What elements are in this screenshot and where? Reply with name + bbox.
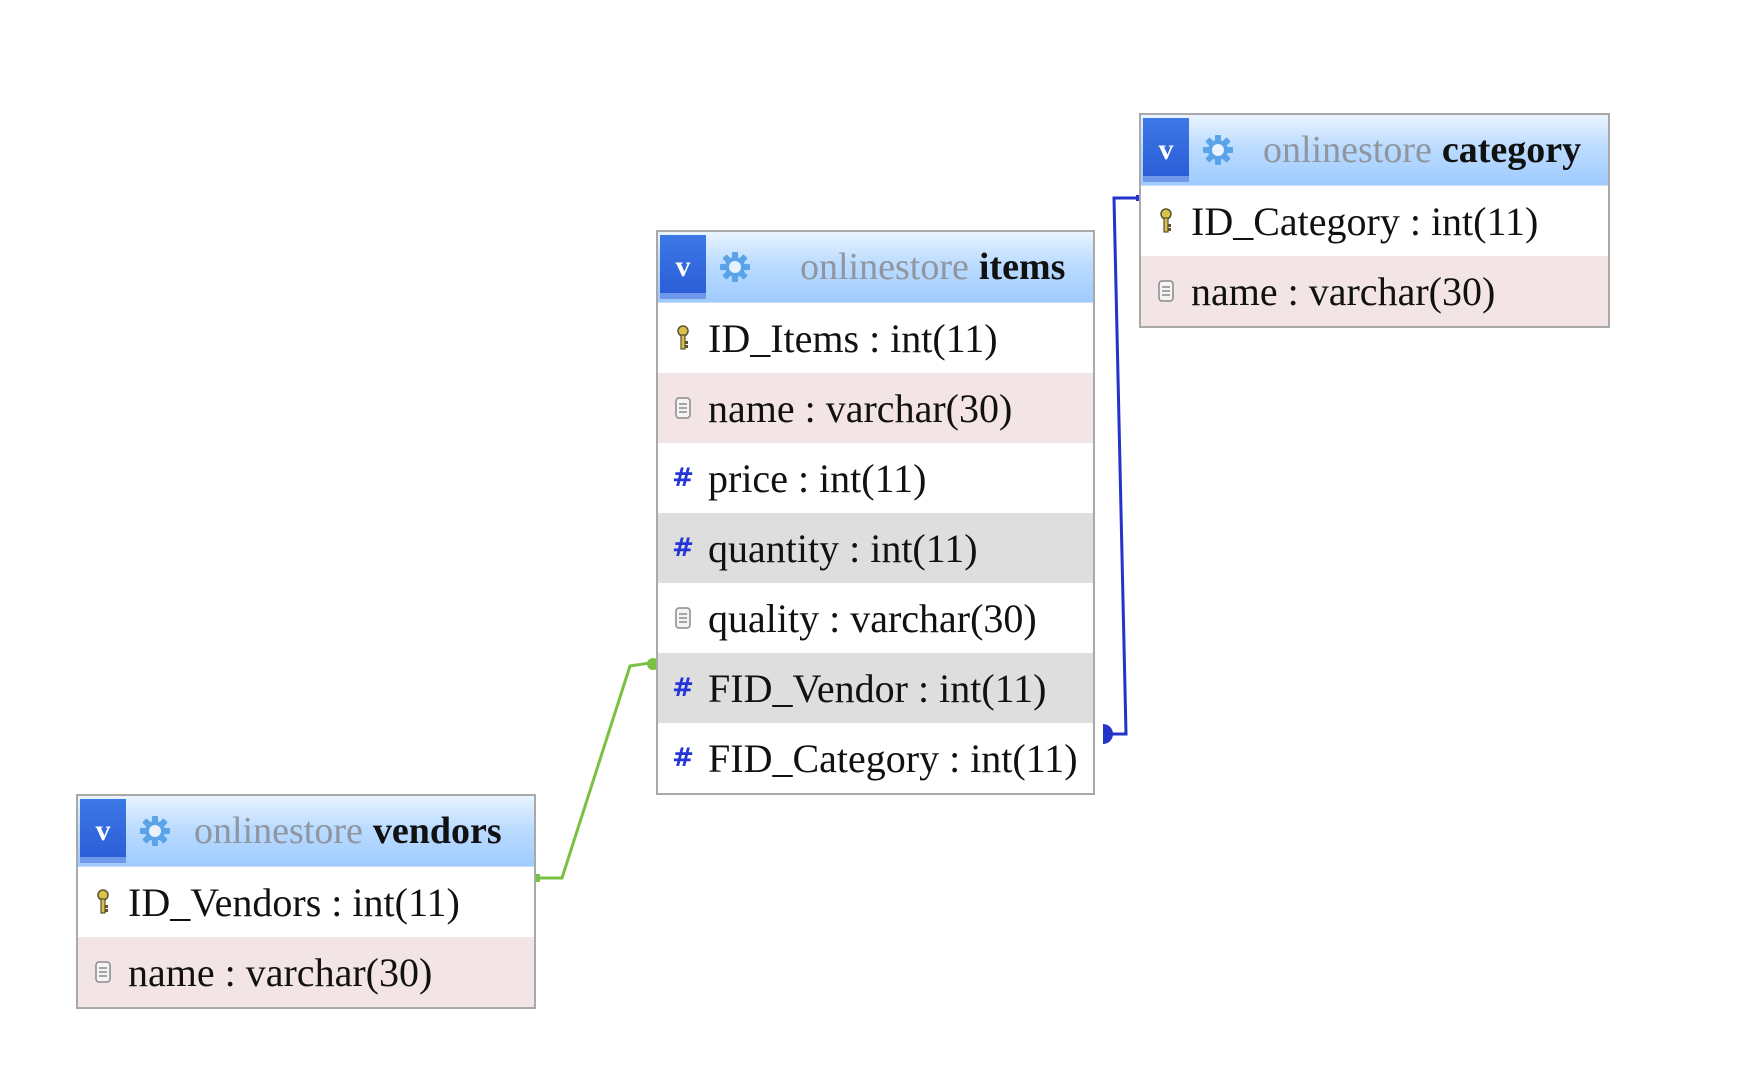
gear-icon[interactable] [138,814,172,848]
text-field-icon [672,397,694,419]
field-label: price : int(11) [708,455,927,501]
toggle-button-category[interactable]: v [1143,118,1189,182]
field-label: ID_Items : int(11) [708,315,998,361]
toggle-button-items[interactable]: v [660,235,706,299]
relation-endpoint-items-category [1103,724,1113,744]
field-label: name : varchar(30) [708,385,1013,431]
table-header-vendors[interactable]: v onl [78,796,534,867]
field-label: ID_Category : int(11) [1191,198,1539,244]
relation-line-vendors-items[interactable] [536,660,657,880]
database-name: onlinestore [800,246,969,288]
table-header-category[interactable]: v onl [1141,115,1608,186]
field-label: name : varchar(30) [1191,268,1496,314]
field-label: quality : varchar(30) [708,595,1037,641]
table-items[interactable]: v onl [656,230,1095,795]
key-icon [1155,208,1177,234]
field-row-name-category[interactable]: name : varchar(30) [1141,256,1608,326]
field-label: ID_Vendors : int(11) [128,879,460,925]
field-label: FID_Vendor : int(11) [708,665,1047,711]
relation-line-category-items[interactable] [1104,196,1139,736]
text-field-icon [1155,280,1177,302]
field-row-id-vendors[interactable]: ID_Vendors : int(11) [78,867,534,937]
table-name: category [1441,129,1582,171]
hash-icon: # [672,673,694,703]
table-name: items [978,246,1066,288]
gear-icon[interactable] [1201,133,1235,167]
key-icon [92,889,114,915]
field-label: FID_Category : int(11) [708,735,1078,781]
field-row-quality[interactable]: quality : varchar(30) [658,583,1093,653]
hash-icon: # [672,463,694,493]
table-vendors[interactable]: v onl [76,794,536,1009]
text-field-icon [672,607,694,629]
hash-icon: # [672,533,694,563]
text-field-icon [92,961,114,983]
field-row-price[interactable]: # price : int(11) [658,443,1093,513]
toggle-button-vendors[interactable]: v [80,799,126,863]
field-row-fid-category[interactable]: # FID_Category : int(11) [658,723,1093,793]
table-header-items[interactable]: v onl [658,232,1093,303]
field-label: quantity : int(11) [708,525,978,571]
field-label: name : varchar(30) [128,949,433,995]
table-category[interactable]: v onl [1139,113,1610,328]
hash-icon: # [672,743,694,773]
key-icon [672,325,694,351]
field-row-fid-vendor[interactable]: # FID_Vendor : int(11) [658,653,1093,723]
field-row-quantity[interactable]: # quantity : int(11) [658,513,1093,583]
table-name: vendors [372,810,502,852]
field-row-name-vendors[interactable]: name : varchar(30) [78,937,534,1007]
gear-icon[interactable] [718,250,752,284]
field-row-id-category[interactable]: ID_Category : int(11) [1141,186,1608,256]
field-row-id-items[interactable]: ID_Items : int(11) [658,303,1093,373]
field-row-name-items[interactable]: name : varchar(30) [658,373,1093,443]
database-name: onlinestore [194,810,363,852]
database-name: onlinestore [1263,129,1432,171]
